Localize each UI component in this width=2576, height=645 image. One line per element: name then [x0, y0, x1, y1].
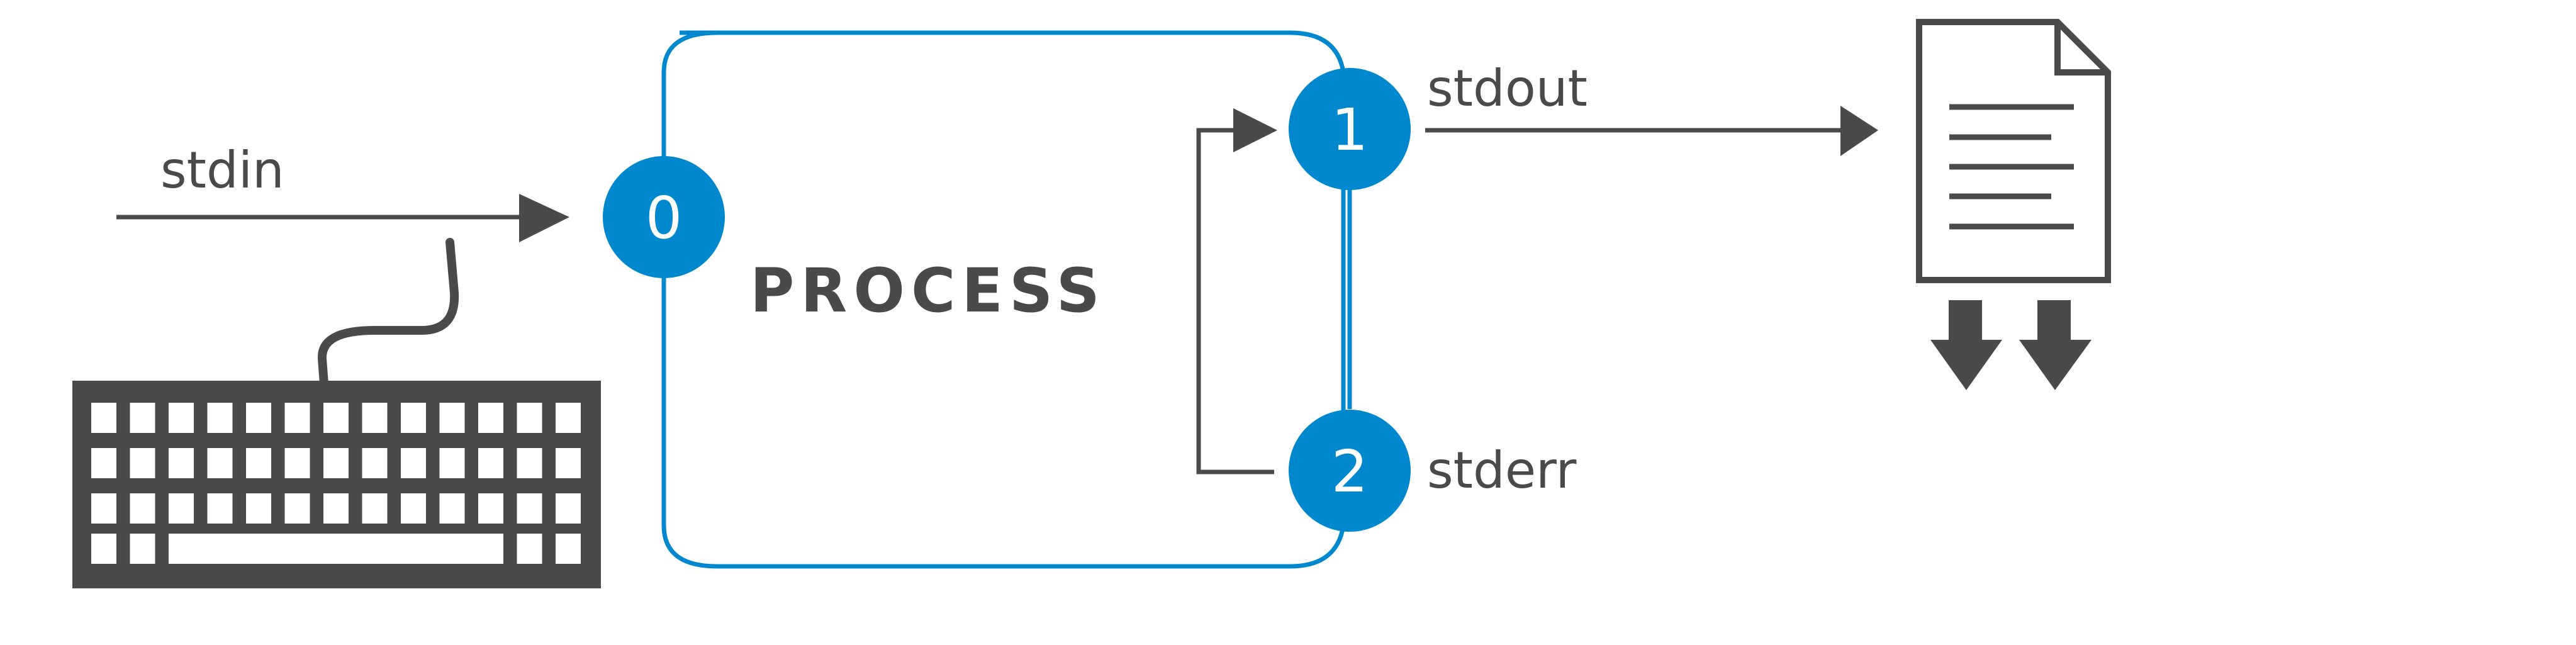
keyboard-icon [72, 381, 601, 588]
keyboard-key [401, 493, 426, 524]
keyboard-key [517, 448, 542, 478]
keyboard-key [207, 493, 233, 524]
stdin-fd-number: 0 [646, 184, 683, 252]
stdin-arrow [116, 194, 569, 242]
keyboard-key [169, 448, 194, 478]
keyboard-key [556, 534, 581, 564]
keyboard-key [130, 534, 155, 564]
keyboard-key [130, 493, 155, 524]
stdin-label: stdin [160, 141, 284, 199]
keyboard-key [323, 448, 349, 478]
stdout-arrow [1425, 106, 1878, 156]
keyboard-key [556, 448, 581, 478]
stderr-fd-circle: 2 [1289, 410, 1411, 532]
keyboard-key [246, 403, 271, 433]
keyboard-key [362, 448, 388, 478]
keyboard-key [130, 403, 155, 433]
stdout-fd-circle: 1 [1289, 68, 1411, 190]
keyboard-key [91, 493, 116, 524]
keyboard-key [556, 493, 581, 524]
keyboard-key [130, 448, 155, 478]
keyboard-key [284, 403, 310, 433]
keyboard-key [401, 448, 426, 478]
keyboard-key [284, 448, 310, 478]
keyboard-cable [318, 238, 459, 388]
keyboard-key [91, 403, 116, 433]
stdout-fd-number: 1 [1331, 96, 1369, 164]
keyboard-key [439, 493, 465, 524]
document-icon [1916, 19, 2111, 283]
keyboard-key [556, 403, 581, 433]
keyboard-key [207, 448, 233, 478]
keyboard-key [439, 403, 465, 433]
keyboard-key [323, 493, 349, 524]
keyboard-key [478, 493, 503, 524]
keyboard-key [169, 403, 194, 433]
stdin-fd-circle: 0 [603, 156, 725, 278]
download-arrows-icon [1930, 300, 2092, 390]
keyboard-key [284, 493, 310, 524]
keyboard-key [246, 493, 271, 524]
keyboard-key [91, 448, 116, 478]
keyboard-key [478, 448, 503, 478]
keyboard-key [362, 493, 388, 524]
keyboard-key [169, 493, 194, 524]
keyboard-key [207, 403, 233, 433]
keyboard-key [439, 448, 465, 478]
stdout-label: stdout [1427, 59, 1588, 118]
keyboard-key [323, 403, 349, 433]
keyboard-key [246, 448, 271, 478]
stderr-fd-number: 2 [1331, 438, 1369, 505]
stderr-redirect-arrow [1196, 108, 1277, 474]
keyboard-key [517, 403, 542, 433]
keyboard-key [91, 534, 116, 564]
keyboard-key [517, 534, 542, 564]
process-box [661, 30, 1346, 569]
keyboard-key [478, 403, 503, 433]
keyboard-spacebar [169, 534, 503, 564]
keyboard-key [401, 403, 426, 433]
keyboard-key [517, 493, 542, 524]
stderr-label: stderr [1427, 441, 1577, 500]
keyboard-key [362, 403, 388, 433]
process-label: PROCESS [750, 255, 1106, 326]
